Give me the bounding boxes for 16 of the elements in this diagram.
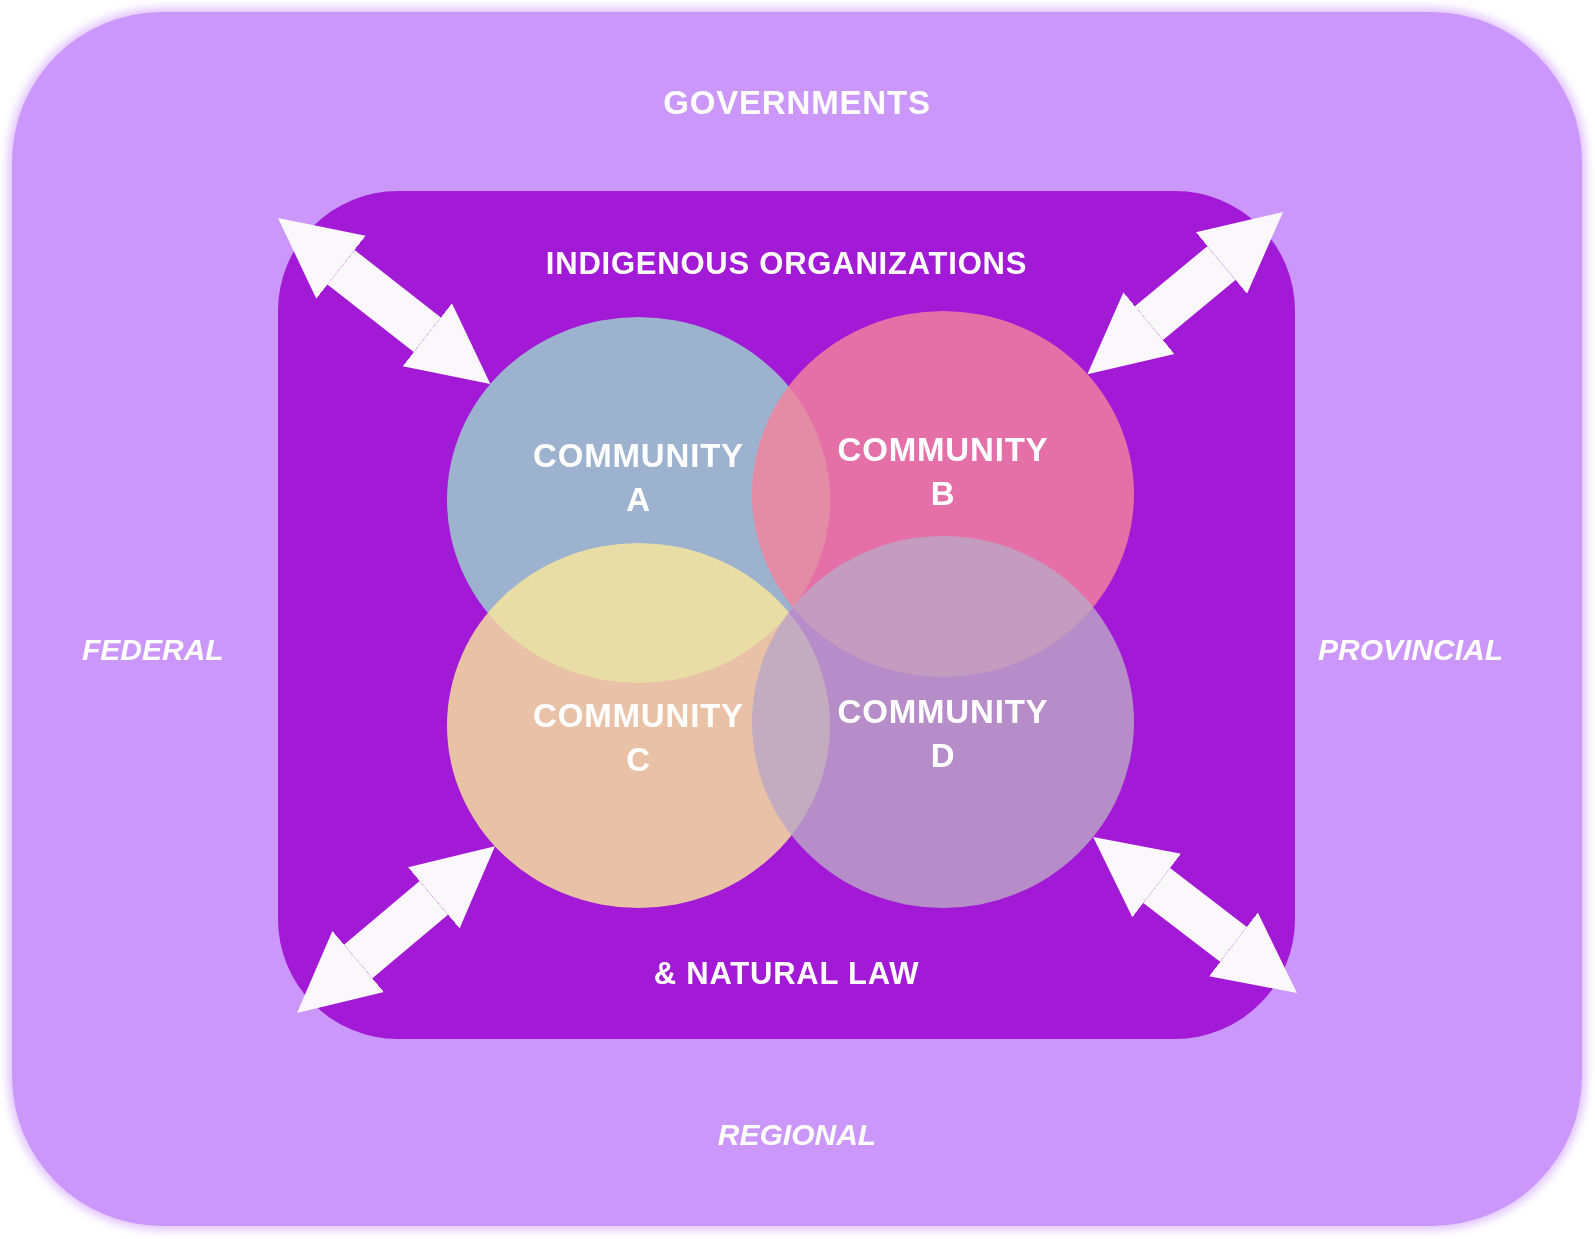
panel-heading: INDIGENOUS ORGANIZATIONS xyxy=(544,245,1029,283)
double-arrow xyxy=(297,846,495,1013)
community-label: COMMUNITY A xyxy=(532,436,745,520)
double-arrow xyxy=(1087,212,1283,375)
panel-footer: & NATURAL LAW xyxy=(278,951,1295,998)
outer-rounded-panel xyxy=(12,12,1582,1226)
side-label: PROVINCIAL xyxy=(1318,632,1503,668)
panel-heading: GOVERNMENTS xyxy=(662,83,932,123)
side-label: REGIONAL xyxy=(716,1117,878,1153)
inner-rounded-panel xyxy=(278,191,1295,1039)
double-arrow xyxy=(1093,836,1297,993)
community-label: COMMUNITY B xyxy=(836,430,1050,514)
community-label: COMMUNITY C xyxy=(532,695,745,780)
community-label: COMMUNITY D xyxy=(836,692,1050,776)
double-arrow xyxy=(278,218,491,385)
side-label: FEDERAL xyxy=(82,632,224,668)
